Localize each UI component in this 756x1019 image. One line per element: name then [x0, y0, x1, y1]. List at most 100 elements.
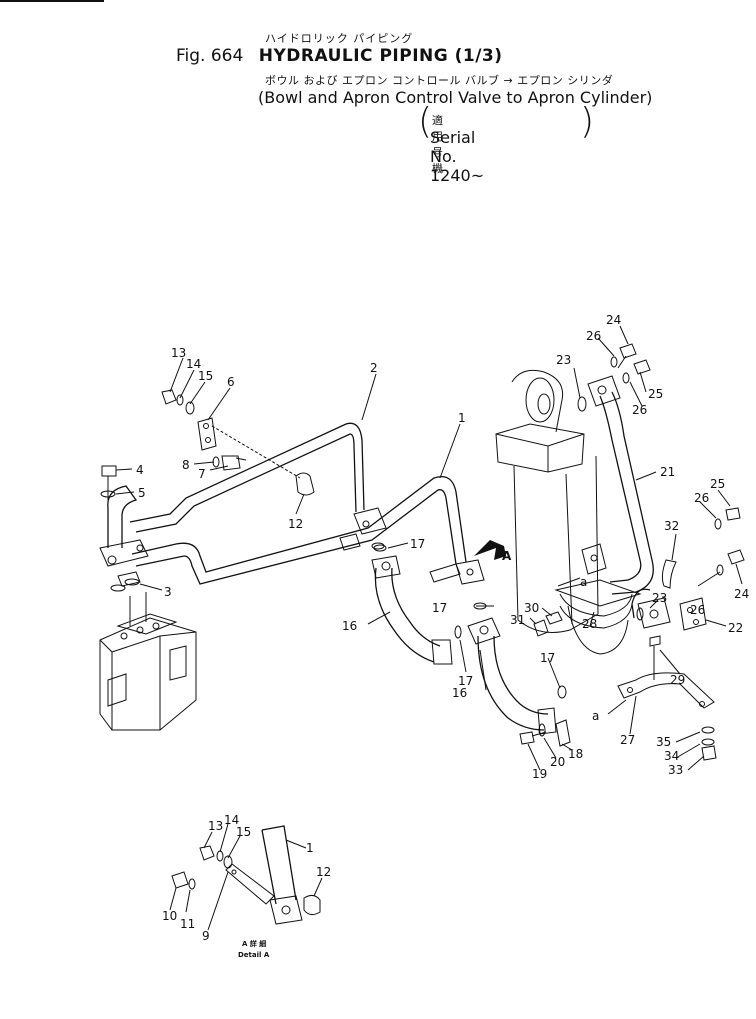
- callout-20: 20: [550, 755, 565, 769]
- callout-15: 15: [198, 369, 213, 383]
- subtitle-japanese: ボウル および エプロン コントロール バルブ → エプロン シリンダ: [265, 74, 614, 87]
- callout-11-detail: 11: [180, 917, 195, 931]
- callout-32: 32: [664, 519, 679, 533]
- leader-lines: [115, 325, 743, 931]
- pipe-21: [581, 375, 654, 595]
- o-ring-23-right: [636, 607, 644, 621]
- applicable-label-japanese: 適用号機: [432, 114, 446, 175]
- washer-26-upper: [610, 356, 630, 384]
- hose-16-lower: [467, 617, 557, 735]
- detail-a-arrow: [474, 540, 506, 560]
- callout-27: 27: [620, 733, 635, 747]
- bolt-4: [101, 465, 117, 500]
- subtitle-english: (Bowl and Apron Control Valve to Apron C…: [258, 88, 653, 107]
- split-flange-18: [555, 719, 571, 747]
- callout-21: 21: [660, 465, 675, 479]
- apron-cylinder: [495, 369, 642, 655]
- callout-a-lower: a: [592, 709, 599, 723]
- callout-17-c: 17: [458, 674, 473, 688]
- callout-17-a: 17: [410, 537, 425, 551]
- control-valve-block: [99, 592, 197, 731]
- bolt-24-upper: [617, 343, 637, 369]
- callout-15-detail: 15: [236, 825, 251, 839]
- callout-13: 13: [171, 346, 186, 360]
- hose-16-upper: [371, 555, 453, 665]
- callout-7: 7: [198, 467, 206, 481]
- flange-22: [679, 597, 707, 631]
- callout-10-detail: 10: [162, 909, 177, 923]
- callout-1: 1: [458, 411, 466, 425]
- left-paren: (: [418, 101, 433, 142]
- pipe-2: [129, 422, 365, 533]
- callout-26-c: 26: [694, 491, 709, 505]
- callout-12-detail: 12: [316, 865, 331, 879]
- bolt-25-right: [725, 507, 741, 521]
- callout-17-b: 17: [432, 601, 447, 615]
- washer-14: [176, 394, 184, 406]
- callout-31: 31: [510, 613, 525, 627]
- callout-16-a: 16: [342, 619, 357, 633]
- o-ring-23-upper: [577, 396, 587, 412]
- callout-4: 4: [136, 463, 144, 477]
- figure-number: Fig. 664: [176, 46, 244, 66]
- mid-flange-cluster: [339, 507, 387, 551]
- callout-34: 34: [664, 749, 679, 763]
- bolt-25-upper: [633, 359, 651, 375]
- callout-5: 5: [138, 486, 146, 500]
- callout-3: 3: [164, 585, 172, 599]
- washer-26-right: [714, 518, 724, 576]
- callout-29: 29: [670, 673, 685, 687]
- clamp-band-27: [617, 672, 715, 709]
- bolt-19: [519, 731, 547, 745]
- callout-24-a: 24: [606, 313, 621, 327]
- callout-16-b: 16: [452, 686, 467, 700]
- callout-25-a: 25: [648, 387, 663, 401]
- detail-a-label-english: Detail A: [238, 951, 270, 959]
- bolt-29: [649, 635, 661, 680]
- washer-34: [701, 738, 715, 746]
- nut-31: [533, 619, 549, 637]
- washer-5: [100, 490, 116, 498]
- callout-33: 33: [668, 763, 683, 777]
- pipe-1: [131, 475, 467, 585]
- u-bolt-32: [661, 559, 677, 589]
- callout-24-b: 24: [734, 587, 749, 601]
- callout-30: 30: [524, 601, 539, 615]
- callout-26-b: 26: [632, 403, 647, 417]
- serial-number: Serial No. 1240~: [430, 128, 485, 185]
- figure-title: Fig. 664 HYDRAULIC PIPING (1/3): [176, 46, 503, 66]
- valve-elbow-fitting: [99, 485, 149, 587]
- figure-title-text: HYDRAULIC PIPING (1/3): [258, 46, 503, 66]
- detail-a-label-japanese: A 詳 細: [242, 939, 266, 948]
- o-ring-3: [110, 578, 140, 592]
- nut-13: [161, 389, 177, 405]
- callout-28: 28: [582, 617, 597, 631]
- callout-19: 19: [532, 767, 547, 781]
- washer-35: [701, 726, 715, 734]
- callout-arrow-a: A: [502, 549, 512, 563]
- callout-8: 8: [182, 458, 190, 472]
- callout-23-b: 23: [652, 591, 667, 605]
- callout-12: 12: [288, 517, 303, 531]
- callout-1-detail: 1: [306, 841, 314, 855]
- callout-6: 6: [227, 375, 235, 389]
- right-paren: ): [580, 101, 595, 142]
- callout-23-a: 23: [556, 353, 571, 367]
- pipe-1-end-flange: [429, 559, 485, 585]
- callout-22: 22: [728, 621, 743, 635]
- u-bolt-12: [295, 472, 315, 496]
- title-japanese: ハイドロリック パイピング: [265, 32, 414, 45]
- clamp-band-28: [559, 593, 633, 629]
- callout-35: 35: [656, 735, 671, 749]
- callout-a-upper: a: [580, 575, 587, 589]
- callout-13-detail: 13: [208, 819, 223, 833]
- pipe-end-right: [631, 588, 671, 629]
- callout-18: 18: [568, 747, 583, 761]
- corner-rule: [0, 0, 104, 2]
- callout-25-b: 25: [710, 477, 725, 491]
- callout-14-detail: 14: [224, 813, 239, 827]
- bolt-24-right: [727, 549, 745, 565]
- clamp-plate-6: [197, 417, 301, 479]
- detail-a-group: [171, 825, 321, 925]
